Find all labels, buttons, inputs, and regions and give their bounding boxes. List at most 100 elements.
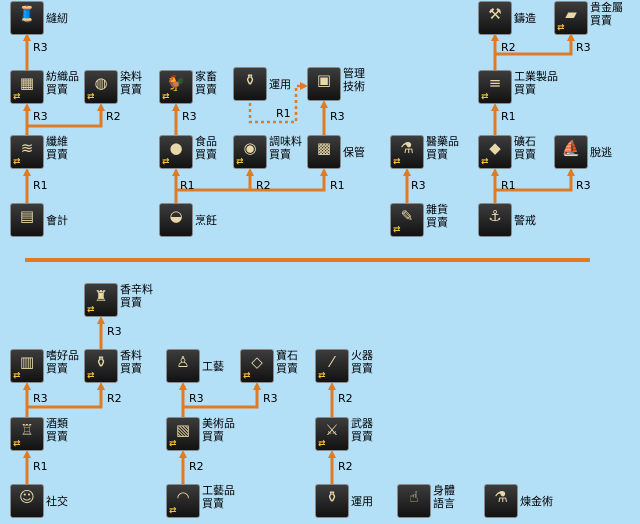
icon-glyph: ☺ [19, 488, 35, 506]
requirement-label: R1 [330, 179, 345, 192]
sword-icon[interactable]: ⚔⇄ [315, 417, 349, 451]
trade-arrows-icon: ⇄ [169, 506, 177, 516]
skill-node-fiber[interactable]: ≋⇄纖維買賣 [10, 135, 150, 171]
medicine-icon[interactable]: ⚗⇄ [390, 135, 424, 169]
skill-label: 工藝品買賣 [202, 484, 235, 510]
skill-label: 嗜好品買賣 [46, 349, 79, 375]
connector-arrow [27, 382, 105, 409]
seasoning-jar-icon[interactable]: ◉⇄ [233, 135, 267, 169]
cooking-pot-icon[interactable]: ◒ [159, 203, 193, 237]
liquor-bottle-icon[interactable]: ♖⇄ [10, 417, 44, 451]
diamond-icon[interactable]: ◇⇄ [240, 349, 274, 383]
bottle-icon[interactable]: ⚱ [315, 484, 349, 518]
forge-icon[interactable]: ⚒ [478, 1, 512, 35]
skill-node-precious[interactable]: ▰⇄貴金屬買賣 [554, 1, 640, 37]
skill-label-line: 警戒 [514, 214, 536, 227]
connector-arrow [176, 168, 328, 192]
skill-label: 家畜買賣 [195, 70, 217, 96]
skill-node-art[interactable]: ▧⇄美術品買賣 [166, 417, 306, 453]
skill-label: 會計 [46, 214, 68, 227]
trade-arrows-icon: ⇄ [13, 371, 21, 381]
skill-label: 雜貨買賣 [426, 203, 448, 229]
icon-glyph: ◉ [243, 139, 257, 157]
skill-node-textile[interactable]: ▦⇄紡織品買賣 [10, 70, 150, 106]
sundries-icon[interactable]: ✎⇄ [390, 203, 424, 237]
skill-node-alchemy[interactable]: ⚗煉金術 [484, 484, 624, 520]
skill-node-crafted[interactable]: ◠⇄工藝品買賣 [166, 484, 306, 520]
requirement-label: R3 [33, 110, 48, 123]
icon-glyph: ♖ [20, 421, 34, 439]
skill-label-line: 寶石 [276, 349, 298, 362]
fiber-icon[interactable]: ≋⇄ [10, 135, 44, 169]
trade-arrows-icon: ⇄ [169, 439, 177, 449]
skill-node-weapon[interactable]: ⚔⇄武器買賣 [315, 417, 455, 453]
skill-label-line: 醫藥品 [426, 135, 459, 148]
flask-icon[interactable]: ⚗ [484, 484, 518, 518]
trade-arrows-icon: ⇄ [481, 92, 489, 102]
skill-label-line: 食品 [195, 135, 217, 148]
luxury-goods-icon[interactable]: ▥⇄ [10, 349, 44, 383]
skill-node-storage[interactable]: ▩保管 [307, 135, 447, 171]
sculpture-icon[interactable]: ♙ [166, 349, 200, 383]
skill-node-dye[interactable]: ◍⇄染料買賣 [84, 70, 224, 106]
dye-icon[interactable]: ◍⇄ [84, 70, 118, 104]
requirement-label: R2 [107, 392, 122, 405]
skill-node-use2[interactable]: ⚱運用 [315, 484, 455, 520]
skill-node-spice-trade[interactable]: ♜⇄香辛料買賣 [84, 283, 224, 319]
skill-node-seasoning[interactable]: ◉⇄調味料買賣 [233, 135, 373, 171]
skill-label-line: 礦石 [514, 135, 536, 148]
skill-node-forging[interactable]: ⚒鑄造 [478, 1, 618, 37]
lookout-icon[interactable]: ⚓ [478, 203, 512, 237]
escape-icon[interactable]: ⛵ [554, 135, 588, 169]
requirement-label: R1 [501, 110, 516, 123]
skill-node-accounting[interactable]: ▤會計 [10, 203, 150, 239]
skill-node-social[interactable]: ☺社交 [10, 484, 150, 520]
skill-label-line: 酒類 [46, 417, 68, 430]
storage-box-icon[interactable]: ▩ [307, 135, 341, 169]
icon-glyph: ◇ [251, 353, 263, 371]
skill-node-industrial[interactable]: ≡⇄工業製品買賣 [478, 70, 618, 106]
requirement-label: R1 [276, 107, 291, 120]
bowl-icon[interactable]: ◠⇄ [166, 484, 200, 518]
industrial-goods-icon[interactable]: ≡⇄ [478, 70, 512, 104]
skill-node-body-language[interactable]: ☝身體語言 [397, 484, 537, 520]
skill-label-line: 買賣 [202, 497, 224, 510]
noble-portrait-icon[interactable]: ☺ [10, 484, 44, 518]
musket-icon[interactable]: ⁄⇄ [315, 349, 349, 383]
skill-node-perfume[interactable]: ⚱⇄香料買賣 [84, 349, 224, 385]
ore-icon[interactable]: ◆⇄ [478, 135, 512, 169]
skill-node-medicine[interactable]: ⚗⇄醫藥品買賣 [390, 135, 530, 171]
skill-node-management[interactable]: ▣管理技術 [307, 67, 447, 103]
skill-node-ore[interactable]: ◆⇄礦石買賣 [478, 135, 618, 171]
skill-label-line: 買賣 [120, 362, 142, 375]
skill-node-livestock[interactable]: 🐓⇄家畜買賣 [159, 70, 299, 106]
skill-node-escape[interactable]: ⛵脫逃 [554, 135, 640, 171]
gesture-icon[interactable]: ☝ [397, 484, 431, 518]
skill-node-gem[interactable]: ◇⇄寶石買賣 [240, 349, 380, 385]
tailoring-icon[interactable]: 🧵 [10, 1, 44, 35]
skill-node-cooking[interactable]: ◒烹飪 [159, 203, 299, 239]
management-icon[interactable]: ▣ [307, 67, 341, 101]
skill-node-sewing[interactable]: 🧵縫紉 [10, 1, 150, 37]
skill-node-liquor[interactable]: ♖⇄酒類買賣 [10, 417, 150, 453]
bottle-icon[interactable]: ⚱ [233, 67, 267, 101]
skill-label: 貴金屬買賣 [590, 1, 623, 27]
skill-node-use[interactable]: ⚱運用 [233, 67, 373, 103]
rooster-icon[interactable]: 🐓⇄ [159, 70, 193, 104]
skill-node-firearm[interactable]: ⁄⇄火器買賣 [315, 349, 455, 385]
textile-icon[interactable]: ▦⇄ [10, 70, 44, 104]
skill-label: 縫紉 [46, 12, 68, 25]
skill-label: 烹飪 [195, 214, 217, 227]
skill-node-crafts[interactable]: ♙工藝 [166, 349, 306, 385]
painting-icon[interactable]: ▧⇄ [166, 417, 200, 451]
ledger-icon[interactable]: ▤ [10, 203, 44, 237]
pepper-mill-icon[interactable]: ♜⇄ [84, 283, 118, 317]
skill-node-sundries[interactable]: ✎⇄雜貨買賣 [390, 203, 530, 239]
skill-label-line: 買賣 [195, 148, 217, 161]
skill-node-luxury[interactable]: ▥⇄嗜好品買賣 [10, 349, 150, 385]
perfume-icon[interactable]: ⚱⇄ [84, 349, 118, 383]
meat-icon[interactable]: ●⇄ [159, 135, 193, 169]
skill-node-lookout[interactable]: ⚓警戒 [478, 203, 618, 239]
skill-node-food[interactable]: ●⇄食品買賣 [159, 135, 299, 171]
gold-bar-icon[interactable]: ▰⇄ [554, 1, 588, 35]
